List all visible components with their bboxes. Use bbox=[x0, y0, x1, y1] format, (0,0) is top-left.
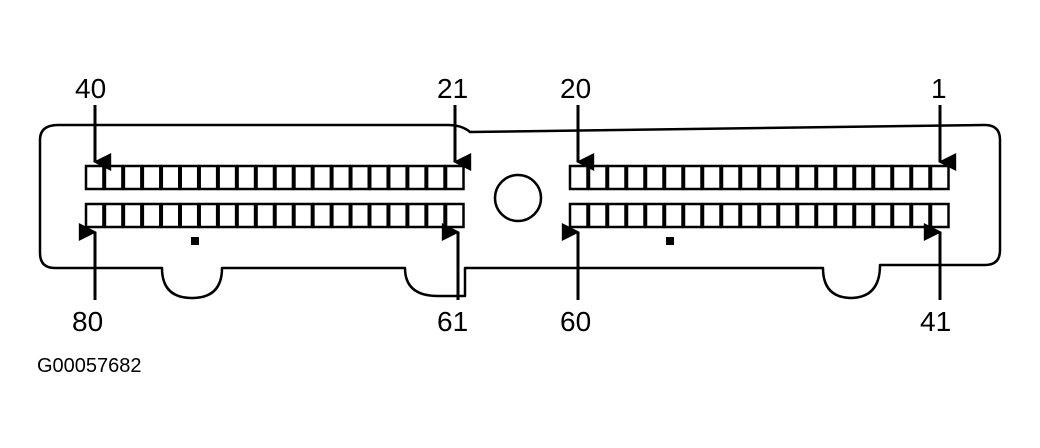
pin-cell bbox=[198, 202, 219, 229]
pin-cell bbox=[891, 164, 912, 191]
pin-cell bbox=[568, 202, 589, 229]
pin-cell bbox=[350, 164, 370, 191]
pin-label-61: 61 bbox=[437, 306, 468, 337]
pin-cell bbox=[701, 164, 722, 191]
pin-cell bbox=[274, 164, 295, 191]
figure-id: G00057682 bbox=[37, 355, 142, 377]
pin-row-left-bottom bbox=[84, 202, 465, 229]
pin-cell bbox=[587, 164, 608, 191]
pin-cell bbox=[853, 202, 874, 229]
pin-cell bbox=[255, 202, 276, 229]
polarity-mark-left bbox=[191, 237, 199, 245]
pin-cell bbox=[369, 202, 389, 229]
pin-cell bbox=[406, 202, 427, 229]
pin-cell bbox=[682, 164, 703, 191]
pin-cell bbox=[103, 164, 124, 191]
pin-cell bbox=[929, 202, 950, 229]
pin-cell bbox=[815, 164, 836, 191]
pin-cell bbox=[910, 164, 931, 191]
pin-cell bbox=[160, 164, 181, 191]
pin-row-right-bottom bbox=[568, 202, 950, 229]
pin-cell bbox=[122, 164, 143, 191]
pin-cell bbox=[179, 202, 200, 229]
pin-cell bbox=[160, 202, 181, 229]
pin-cell bbox=[663, 164, 684, 191]
pin-cell bbox=[606, 202, 627, 229]
pin-cell bbox=[777, 202, 798, 229]
pin-cell bbox=[587, 202, 608, 229]
pin-cell bbox=[293, 164, 314, 191]
pin-cell bbox=[217, 164, 238, 191]
pin-cell bbox=[663, 202, 684, 229]
pin-cell bbox=[644, 164, 665, 191]
pin-cell bbox=[312, 164, 333, 191]
pin-cell bbox=[122, 202, 143, 229]
pin-cell bbox=[682, 202, 703, 229]
pin-cell bbox=[815, 202, 836, 229]
pin-cell bbox=[444, 164, 465, 191]
pin-label-21: 21 bbox=[437, 73, 468, 104]
center-key-hole bbox=[493, 173, 543, 223]
pin-cell bbox=[331, 202, 352, 229]
pin-cell bbox=[568, 164, 589, 191]
pin-cell bbox=[606, 164, 627, 191]
pin-cell bbox=[891, 202, 912, 229]
pin-label-40: 40 bbox=[75, 73, 106, 104]
pin-cell bbox=[141, 202, 162, 229]
pin-cell bbox=[758, 164, 779, 191]
pin-cell bbox=[255, 164, 276, 191]
pin-label-80: 80 bbox=[72, 306, 103, 337]
pin-cell bbox=[739, 202, 760, 229]
pin-cell bbox=[444, 202, 465, 229]
pin-cell bbox=[369, 164, 389, 191]
pin-cell bbox=[758, 202, 779, 229]
pin-label-20: 20 bbox=[560, 73, 591, 104]
pin-cell bbox=[872, 164, 893, 191]
pin-cell bbox=[350, 202, 370, 229]
pin-cell bbox=[720, 202, 741, 229]
pin-cell bbox=[796, 202, 817, 229]
pin-cell bbox=[644, 202, 665, 229]
pin-cell bbox=[625, 202, 646, 229]
pin-cell bbox=[141, 164, 162, 191]
pin-cell bbox=[701, 202, 722, 229]
connector-housing-outline bbox=[38, 123, 1002, 300]
polarity-mark-right bbox=[666, 237, 674, 245]
pin-row-right-top bbox=[568, 164, 950, 191]
pin-row-left-top bbox=[84, 164, 465, 191]
pin-label-41: 41 bbox=[920, 306, 951, 337]
pin-cell bbox=[236, 164, 257, 191]
pin-cell bbox=[625, 164, 646, 191]
pin-cell bbox=[720, 164, 741, 191]
pin-label-60: 60 bbox=[560, 306, 591, 337]
pin-cell bbox=[834, 202, 855, 229]
pin-cell bbox=[929, 164, 950, 191]
pin-cell bbox=[217, 202, 238, 229]
pin-cell bbox=[387, 164, 408, 191]
pin-cell bbox=[406, 164, 427, 191]
pin-cell bbox=[387, 202, 408, 229]
pin-cell bbox=[853, 164, 874, 191]
pin-label-1: 1 bbox=[931, 73, 947, 104]
pin-cell bbox=[84, 202, 105, 229]
pin-cell bbox=[312, 202, 333, 229]
pin-cell bbox=[796, 164, 817, 191]
pin-cell bbox=[910, 202, 931, 229]
pin-cell bbox=[425, 202, 446, 229]
pin-cell bbox=[872, 202, 893, 229]
pin-cell bbox=[84, 164, 105, 191]
pin-cell bbox=[236, 202, 257, 229]
pin-cell bbox=[293, 202, 314, 229]
pin-cell bbox=[274, 202, 295, 229]
pin-cell bbox=[425, 164, 446, 191]
pin-cell bbox=[834, 164, 855, 191]
pin-cell bbox=[739, 164, 760, 191]
pin-cell bbox=[103, 202, 124, 229]
pin-cell bbox=[777, 164, 798, 191]
pin-cell bbox=[198, 164, 219, 191]
pin-cell bbox=[179, 164, 200, 191]
pin-cell bbox=[331, 164, 352, 191]
